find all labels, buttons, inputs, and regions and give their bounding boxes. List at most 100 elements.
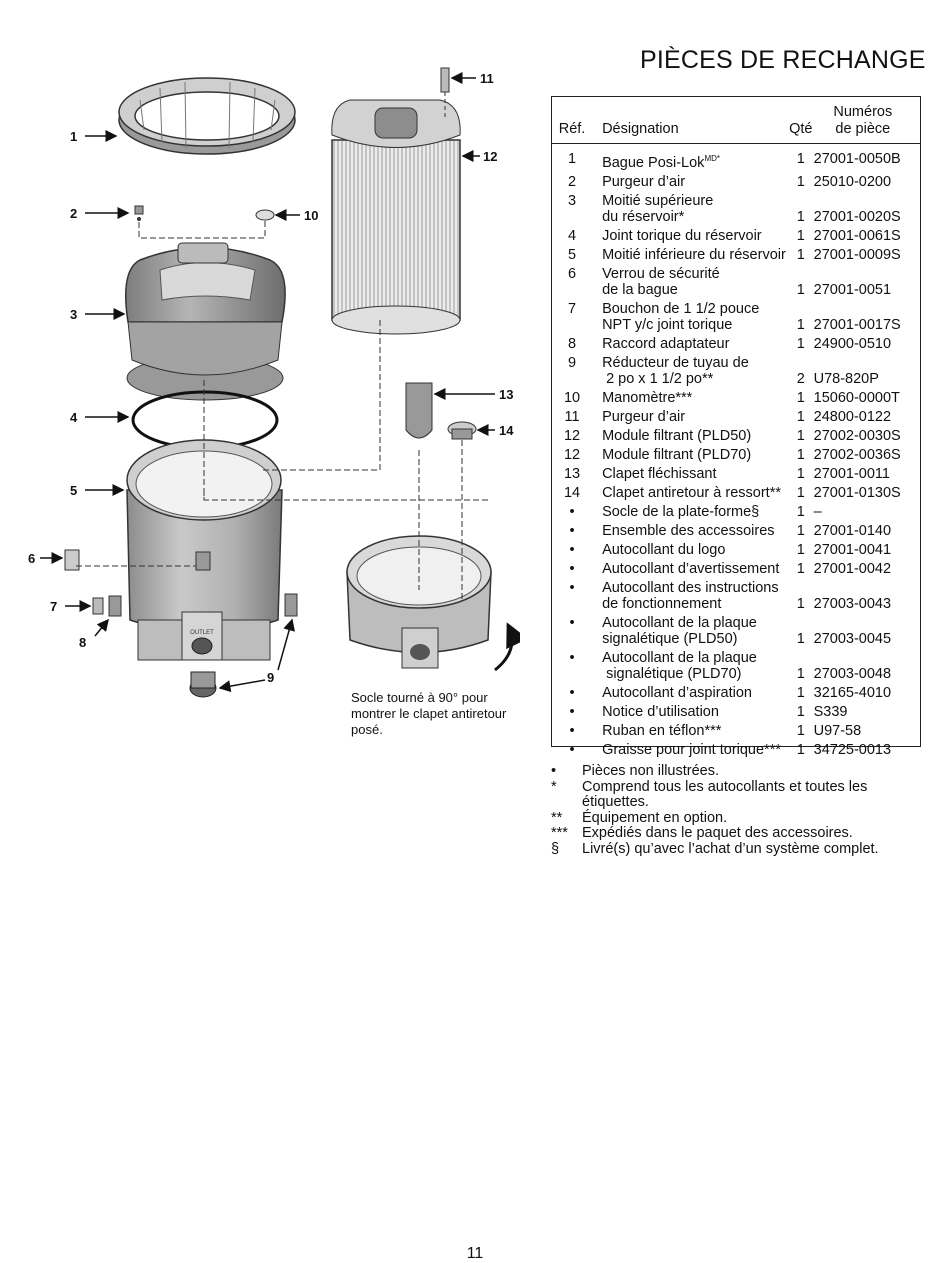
cell-qty: 1 — [788, 523, 814, 542]
part-number-value: 27003-0045 — [813, 630, 892, 647]
qty-value: 1 — [796, 741, 805, 758]
footnote-text: Pièces non illustrées. — [582, 763, 720, 779]
cell-ref: • — [569, 579, 575, 596]
designation-text: Bague Posi-Lok — [602, 154, 705, 171]
cell-part-number: 27003-0045 — [814, 615, 920, 650]
cell-qty: 1 — [788, 561, 814, 580]
cell-part-number: 34725-0013 — [814, 742, 920, 761]
part-number-value: 27001-0017S — [813, 316, 901, 333]
designation-line: Manomètre*** — [602, 389, 693, 406]
label-1: 1 — [70, 129, 77, 144]
cell-qty: 1 — [788, 615, 814, 650]
designation-line: Autocollant de la plaque — [602, 614, 757, 631]
cell-qty: 1 — [788, 650, 814, 685]
cell-part-number: 24900-0510 — [814, 336, 920, 355]
cell-qty: 1 — [788, 580, 814, 615]
cell-qty: 1 — [788, 301, 814, 336]
cell-qty: 1 — [788, 504, 814, 523]
cell-designation: Ruban en téflon*** — [592, 723, 788, 742]
cell-qty: 1 — [788, 193, 814, 228]
cell-designation: Socle de la plate-forme§ — [592, 504, 788, 523]
cell-designation: Notice d’utilisation — [592, 704, 788, 723]
cell-ref: • — [569, 614, 575, 631]
cell-ref: 1 — [567, 151, 577, 167]
cell-ref: 13 — [563, 465, 581, 482]
cell-designation: Clapet fléchissant — [592, 466, 788, 485]
spring-check-valve — [447, 421, 477, 440]
part-number-value: 27001-0042 — [813, 560, 892, 577]
qty-value: 1 — [796, 595, 805, 612]
label-3: 3 — [70, 307, 77, 322]
qty-value: 2 — [796, 370, 805, 387]
tank-lower-half: OUTLET — [126, 439, 283, 661]
designation-line: Ruban en téflon*** — [602, 722, 722, 739]
cell-qty: 1 — [788, 266, 814, 301]
cell-designation: Purgeur d’air — [592, 174, 788, 193]
qty-value: 1 — [796, 208, 805, 225]
label-11: 11 — [480, 71, 494, 86]
cell-part-number: 27003-0048 — [814, 650, 920, 685]
cell-ref: 7 — [567, 300, 577, 317]
cell-designation: Joint torique du réservoir — [592, 228, 788, 247]
cell-part-number: U78-820P — [814, 355, 920, 390]
cell-ref: • — [569, 741, 575, 758]
designation-line: 2 po x 1 1/2 po** — [606, 370, 714, 387]
cell-ref: • — [569, 503, 575, 520]
designation-line: de la bague — [602, 281, 678, 298]
designation-line: Autocollant du logo — [602, 541, 726, 558]
qty-value: 1 — [796, 722, 805, 739]
designation-line: Bague Posi-LokMD* — [602, 151, 788, 171]
cell-ref: • — [569, 522, 575, 539]
cell-qty: 1 — [788, 409, 814, 428]
trademark-mark: MD* — [704, 154, 720, 163]
part-number-value: 24900-0510 — [813, 335, 892, 352]
designation-line: Clapet antiretour à ressort** — [602, 484, 781, 501]
part-number-value: 27001-0009S — [813, 246, 901, 263]
cell-qty: 2 — [788, 355, 814, 390]
cell-part-number: 27001-0061S — [814, 228, 920, 247]
designation-line: Graisse pour joint torique*** — [602, 741, 781, 758]
part-number-value: 34725-0013 — [813, 741, 892, 758]
cell-part-number: 32165-4010 — [814, 685, 920, 704]
cell-designation: Clapet antiretour à ressort** — [592, 485, 788, 504]
part-number-value: 24800-0122 — [813, 408, 892, 425]
cell-part-number: 27001-0130S — [814, 485, 920, 504]
qty-value: 1 — [796, 484, 805, 501]
designation-line: Autocollant d’aspiration — [602, 684, 752, 701]
cell-ref: 3 — [567, 192, 577, 209]
designation-line: Moitié supérieure — [602, 192, 714, 209]
qty-value: 1 — [796, 522, 805, 539]
designation-line: Réducteur de tuyau de — [602, 354, 749, 371]
footnote: §Livré(s) qu’avec l’achat d’un système c… — [551, 841, 911, 858]
cell-qty: 1 — [788, 228, 814, 247]
hose-reducer — [189, 671, 217, 698]
exploded-parts-diagram: OUTLET — [28, 67, 520, 698]
designation-line: Joint torique du réservoir — [602, 227, 762, 244]
cell-designation: Autocollant du logo — [592, 542, 788, 561]
table-row: • Graisse pour joint torique*** 1 34725-001… — [552, 742, 920, 761]
footnote-symbol: *** — [551, 825, 568, 841]
filter-cartridge — [331, 99, 461, 335]
air-relief-valve — [440, 67, 450, 93]
cell-ref: • — [569, 541, 575, 558]
cell-designation: Autocollant d’aspiration — [592, 685, 788, 704]
cell-ref: 2 — [567, 173, 577, 190]
footnote-symbol: * — [551, 778, 557, 795]
part-number-value: – — [813, 503, 822, 520]
designation-line: signalétique (PLD70) — [606, 665, 742, 682]
part-number-value: 27003-0043 — [813, 595, 892, 612]
label-12: 12 — [483, 149, 497, 164]
cell-ref: • — [569, 722, 575, 739]
